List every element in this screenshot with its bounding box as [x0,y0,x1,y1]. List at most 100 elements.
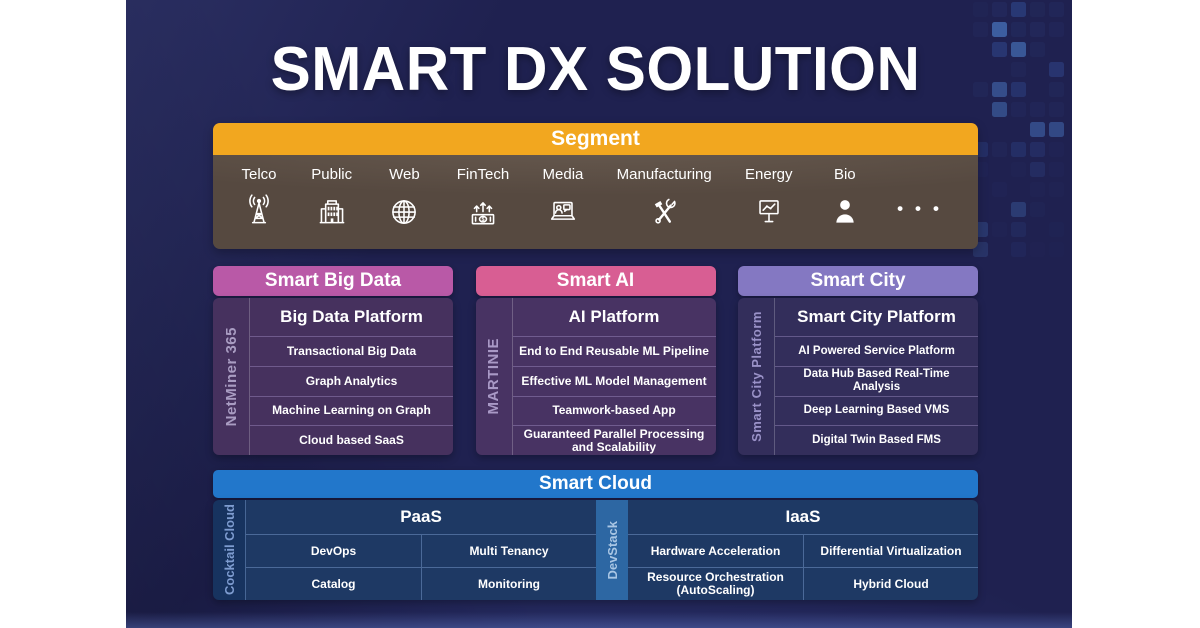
svg-text:$: $ [481,217,484,223]
mosaic-square [1011,202,1026,217]
cloud-cell: Hardware Acceleration [628,534,803,567]
segment-label: Public [311,166,353,183]
mosaic-square [1030,22,1045,37]
mosaic-square [1011,102,1026,117]
mosaic-square [992,42,1007,57]
segment-item-web: Web [385,155,423,249]
segment-section: Segment Telco Public [213,123,978,249]
martinie-side-label: MARTINIE [476,298,513,455]
bio-person-icon [826,190,864,232]
segment-label: Telco [241,166,277,183]
paas-header: PaaS [400,507,442,526]
pillar-item: Digital Twin Based FMS [775,425,978,455]
mosaic-square [1030,42,1045,57]
mosaic-square [992,102,1007,117]
pillar-item: Data Hub Based Real-Time Analysis [775,365,978,396]
mosaic-square [992,2,1007,17]
mosaic-square [992,222,1007,237]
mosaic-square [973,22,988,37]
mosaic-square [992,22,1007,37]
mosaic-square [1049,142,1064,157]
mosaic-square [1049,182,1064,197]
segment-item-public: Public [311,155,352,249]
poster-content: SMART DX SOLUTION Segment Telco [213,0,978,628]
cloud-cell: Monitoring [421,567,596,600]
mosaic-square [1030,102,1045,117]
telco-tower-icon [240,190,278,232]
mosaic-square [1030,202,1045,217]
segment-body: Telco Public [213,155,978,249]
pillar-item: Guaranteed Parallel Processing and Scala… [512,425,716,455]
pillar-item: AI Powered Service Platform [775,336,978,366]
mosaic-square [1049,102,1064,117]
cocktail-cloud-side-label: Cocktail Cloud [213,500,246,600]
mosaic-square [1011,2,1026,17]
iaas-block: IaaS Hardware Acceleration Differential … [628,500,978,600]
segment-label: Manufacturing [616,166,712,183]
mosaic-square [1049,222,1064,237]
pillar-item: Teamwork-based App [512,395,716,426]
platform-row: AI Platform [568,307,660,326]
mosaic-square [1049,162,1064,177]
cloud-cell: Hybrid Cloud [803,567,978,600]
bottom-glow-decoration [126,612,1072,628]
smart-cloud-header: Smart Cloud [213,470,978,498]
pillar-item: Deep Learning Based VMS [775,395,978,426]
pixel-mosaic-decoration [973,2,1069,270]
mosaic-square [1049,242,1064,257]
mosaic-square [1030,182,1045,197]
mosaic-square [1011,42,1026,57]
smart-cloud-section: Smart Cloud Cocktail Cloud PaaS DevOps M… [213,470,978,600]
smart-city-column: Smart City Smart City Platform Smart Cit… [738,266,978,455]
mosaic-square [992,182,1007,197]
pillar-item: End to End Reusable ML Pipeline [512,336,716,366]
manufacturing-tools-icon [645,190,683,232]
smart-big-data-body: NetMiner 365 Big Data Platform Transacti… [213,298,453,455]
segment-item-telco: Telco [240,155,278,249]
poster-background: SMART DX SOLUTION Segment Telco [126,0,1072,628]
mosaic-square [1049,62,1064,77]
public-building-icon [313,190,351,232]
smart-ai-column: Smart AI MARTINIE AI Platform End to End… [475,266,716,455]
paas-block: PaaS DevOps Multi Tenancy Catalog Monito… [246,500,596,600]
mosaic-square [1011,162,1026,177]
segment-label: Energy [745,166,793,183]
segment-label: Media [542,166,584,183]
mosaic-square [1049,82,1064,97]
page-title: SMART DX SOLUTION [270,35,921,104]
pillar-item: Effective ML Model Management [512,365,716,396]
media-laptop-icon [544,190,582,232]
smart-big-data-column: Smart Big Data NetMiner 365 Big Data Pla… [213,266,453,455]
pillar-item: Cloud based SaaS [250,425,453,455]
iaas-header: IaaS [785,507,821,526]
mosaic-square [1049,122,1064,137]
segment-label: Bio [833,166,856,183]
smart-ai-body: MARTINIE AI Platform End to End Reusable… [475,298,716,455]
mosaic-square [1030,2,1045,17]
segment-item-energy: Energy [745,155,793,249]
pillars-row: Smart Big Data NetMiner 365 Big Data Pla… [213,266,978,455]
mosaic-square [992,82,1007,97]
segment-item-bio: Bio [826,155,864,249]
segment-label: FinTech [456,166,510,183]
mosaic-square [1030,242,1045,257]
segment-item-media: Media [542,155,584,249]
mosaic-square [1011,82,1026,97]
mosaic-square [1030,162,1045,177]
mosaic-square [992,142,1007,157]
platform-row: Big Data Platform [280,307,423,326]
netminer-side-label: NetMiner 365 [213,298,250,455]
pillar-item: Graph Analytics [250,365,453,396]
segment-item-more: ••• [897,155,951,249]
segment-label: Web [389,166,420,183]
pillar-item: Transactional Big Data [250,336,453,366]
mosaic-square [1049,2,1064,17]
smart-big-data-items: Big Data Platform Transactional Big Data… [250,298,453,455]
smart-ai-items: AI Platform End to End Reusable ML Pipel… [512,298,716,455]
pillar-item: Machine Learning on Graph [250,395,453,426]
segment-header: Segment [213,123,978,155]
ellipsis-dots-icon: ••• [897,199,951,218]
smart-city-items: Smart City Platform AI Powered Service P… [775,298,978,455]
mosaic-square [1011,62,1026,77]
